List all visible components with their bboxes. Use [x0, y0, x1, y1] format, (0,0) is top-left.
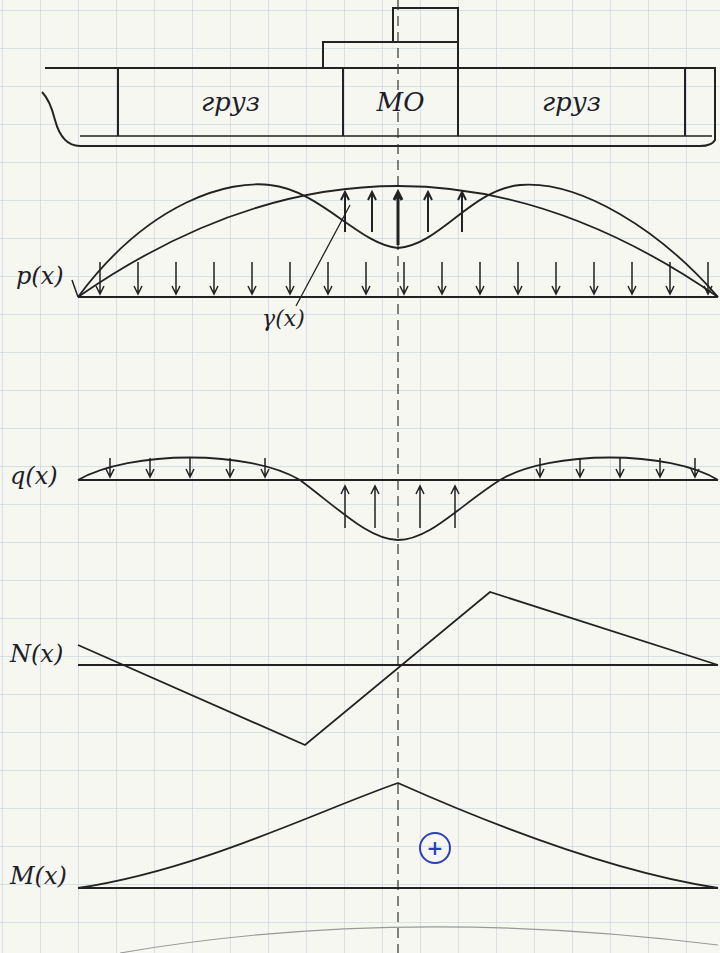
- load-arrow: [656, 458, 664, 477]
- callout-label: γ(x): [262, 306, 305, 331]
- circled-sign: +: [419, 832, 451, 864]
- load-arrow: [416, 486, 424, 528]
- load-arrow: [371, 486, 379, 528]
- centerline: [397, 0, 398, 953]
- load-arrow: [704, 262, 712, 294]
- load-arrow: [424, 192, 432, 232]
- load-arrow: [368, 192, 376, 232]
- sign-text: +: [427, 836, 444, 860]
- load-arrow: [341, 192, 349, 232]
- compartment-name: груз: [542, 87, 601, 117]
- load-arrow: [576, 458, 584, 477]
- load-arrow: [400, 262, 408, 294]
- load-arrow: [451, 486, 459, 528]
- load-arrow: [476, 262, 484, 294]
- load-arrow: [362, 262, 370, 294]
- load-arrow: [96, 262, 104, 294]
- curve-label: p(x): [16, 262, 64, 290]
- load-arrow: [341, 486, 349, 528]
- load-arrows: [96, 192, 712, 528]
- load-arrow: [552, 262, 560, 294]
- load-arrow: [458, 192, 466, 232]
- load-arrow: [628, 262, 636, 294]
- compartment-name: груз: [201, 87, 260, 117]
- curve-label: N(x): [10, 640, 63, 668]
- load-arrow: [186, 458, 194, 477]
- load-arrow: [666, 262, 674, 294]
- load-arrow: [106, 458, 114, 477]
- load-arrow: [324, 262, 332, 294]
- curve-label: q(x): [10, 462, 58, 490]
- load-arrow: [394, 192, 402, 245]
- charts: [72, 184, 718, 953]
- curve-label: M(x): [10, 862, 67, 890]
- load-arrow: [146, 458, 154, 477]
- load-arrow: [691, 458, 699, 477]
- compartment: груз: [118, 70, 343, 134]
- compartment-name: МО: [377, 87, 425, 117]
- load-arrow: [590, 262, 598, 294]
- load-arrow: [536, 458, 544, 477]
- load-arrow: [261, 458, 269, 477]
- load-arrow: [438, 262, 446, 294]
- load-arrow: [172, 262, 180, 294]
- compartment: груз: [458, 70, 685, 134]
- load-arrow: [616, 458, 624, 477]
- load-arrow: [248, 262, 256, 294]
- compartment: МО: [343, 70, 458, 134]
- load-arrow: [286, 262, 294, 294]
- ship: [42, 8, 715, 146]
- load-arrow: [210, 262, 218, 294]
- load-arrow: [134, 262, 142, 294]
- load-arrow: [514, 262, 522, 294]
- load-arrow: [226, 458, 234, 477]
